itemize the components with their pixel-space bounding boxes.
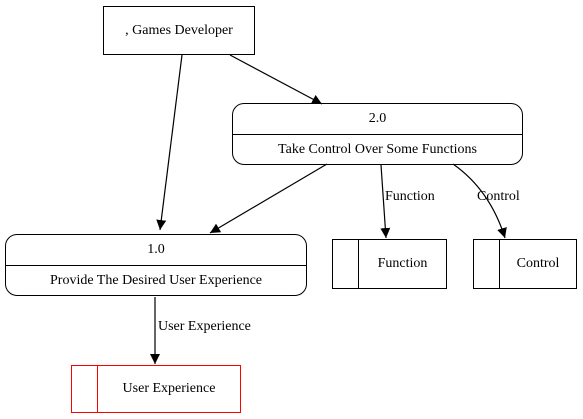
process-2: 2.0 Take Control Over Some Functions xyxy=(232,103,523,165)
data-store-function: Function xyxy=(332,239,447,289)
edge-developer-to-process-1 xyxy=(156,54,183,231)
process-1: 1.0 Provide The Desired User Experience xyxy=(5,234,307,296)
data-store-control: Control xyxy=(473,239,577,289)
process-1-id: 1.0 xyxy=(6,235,306,266)
edge-process-2-to-control xyxy=(452,163,507,239)
process-2-id: 2.0 xyxy=(233,104,522,135)
store-user-experience-id xyxy=(72,366,98,412)
process-2-name: Take Control Over Some Functions xyxy=(278,141,477,157)
edge-label-user-experience: User Experience xyxy=(158,319,251,334)
store-control-name: Control xyxy=(516,256,560,271)
data-store-user-experience: User Experience xyxy=(71,365,241,413)
store-control-id xyxy=(474,240,500,288)
edge-process-2-to-process-1 xyxy=(209,163,328,234)
external-entity-games-developer: , Games Developer xyxy=(103,6,255,55)
edge-process-2-to-function xyxy=(380,164,391,239)
edge-developer-to-process-2 xyxy=(229,54,323,105)
process-1-name: Provide The Desired User Experience xyxy=(50,272,262,288)
entity-label: , Games Developer xyxy=(125,22,233,38)
edge-label-function: Function xyxy=(385,189,435,204)
store-function-id xyxy=(333,240,359,288)
store-function-name: Function xyxy=(377,256,428,271)
store-user-experience-name: User Experience xyxy=(122,381,216,396)
edge-label-control: Control xyxy=(477,189,520,204)
